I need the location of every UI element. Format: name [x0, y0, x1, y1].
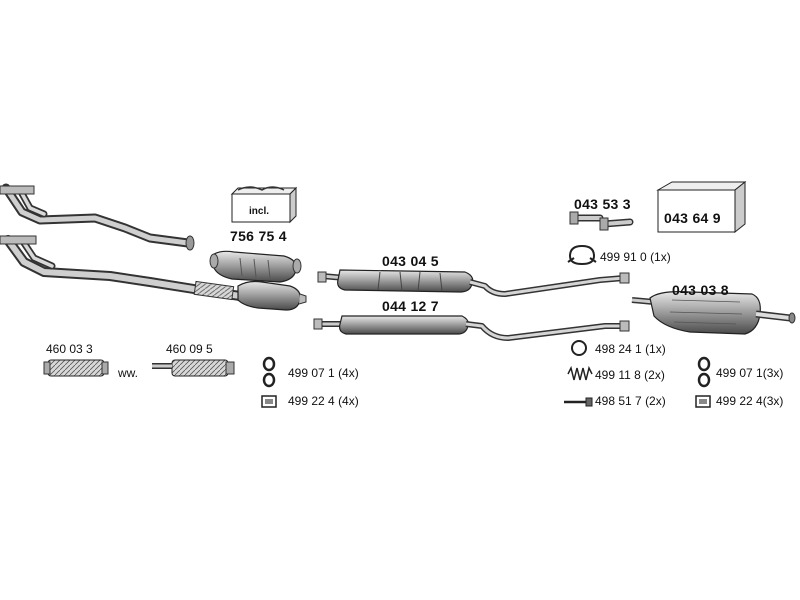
spring-icon — [567, 365, 593, 381]
clamp-plate-icon-left — [261, 395, 277, 408]
accessory-part: 498 24 1 — [595, 342, 642, 356]
part-number-clamps: 043 53 3 — [574, 196, 631, 212]
fitting-kit-box-icon — [230, 186, 298, 224]
accessory-qty: (4x) — [338, 366, 359, 380]
part-number-flex-pipe-1: 460 03 3 — [46, 342, 93, 356]
accessory-qty: (3x) — [762, 366, 784, 380]
accessory-hanger-right: 499 07 1(3x) — [716, 366, 783, 380]
rubber-hanger-icon-left — [262, 356, 276, 388]
middle-silencer-upper — [317, 269, 630, 297]
o-ring-icon — [571, 340, 587, 356]
flex-pipe-2 — [152, 359, 235, 377]
clamp-plate-icon-right — [695, 395, 711, 408]
mounting-kit-box — [656, 180, 747, 234]
catalytic-converter-kit — [209, 250, 302, 283]
accessory-spring: 499 11 8 (2x) — [595, 368, 665, 382]
part-number-middle-silencer-lower: 044 12 7 — [382, 298, 439, 314]
rear-silencer — [631, 291, 796, 335]
gasket-ring-icon — [567, 244, 597, 266]
accessory-part: 499 07 1 — [288, 366, 335, 380]
accessory-qty: (1x) — [650, 250, 671, 264]
part-number-middle-silencer-upper: 043 04 5 — [382, 253, 439, 269]
accessory-qty: (2x) — [645, 394, 666, 408]
accessory-qty: (3x) — [762, 394, 784, 408]
accessory-part: 498 51 7 — [595, 394, 642, 408]
incl-label: incl. — [249, 206, 270, 217]
part-number-rear-silencer: 043 03 8 — [672, 282, 729, 298]
accessory-o-ring: 498 24 1 (1x) — [595, 342, 666, 356]
accessory-clamp-right: 499 22 4(3x) — [716, 394, 783, 408]
accessory-part: 499 22 4 — [716, 394, 763, 408]
accessory-clamp-left: 499 22 4 (4x) — [288, 394, 359, 408]
clamps — [569, 211, 634, 231]
accessory-part: 499 91 0 — [600, 250, 647, 264]
accessory-hanger-left: 499 07 1 (4x) — [288, 366, 359, 380]
rubber-hanger-icon-right — [697, 356, 711, 388]
flex-pipe-1 — [43, 359, 109, 377]
part-number-mounting-kit: 043 64 9 — [664, 210, 721, 226]
accessory-qty: (1x) — [645, 342, 666, 356]
accessory-part: 499 11 8 — [595, 368, 641, 382]
accessory-part: 499 22 4 — [288, 394, 335, 408]
part-number-flex-pipe-2: 460 09 5 — [166, 342, 213, 356]
middle-silencer-lower — [313, 315, 630, 341]
accessory-bolt: 498 51 7 (2x) — [595, 394, 666, 408]
accessory-part: 499 07 1 — [716, 366, 763, 380]
accessory-qty: (2x) — [644, 368, 665, 382]
accessory-gasket: 499 91 0 (1x) — [600, 250, 671, 264]
bolt-icon — [564, 397, 593, 407]
accessory-qty: (4x) — [338, 394, 359, 408]
front-pipe-lower — [0, 235, 245, 301]
catalytic-converter-mounted — [237, 280, 307, 311]
part-number-catalytic-converter: 756 75 4 — [230, 228, 287, 244]
front-pipe-upper — [0, 183, 195, 251]
ww-label: ww. — [118, 366, 139, 380]
